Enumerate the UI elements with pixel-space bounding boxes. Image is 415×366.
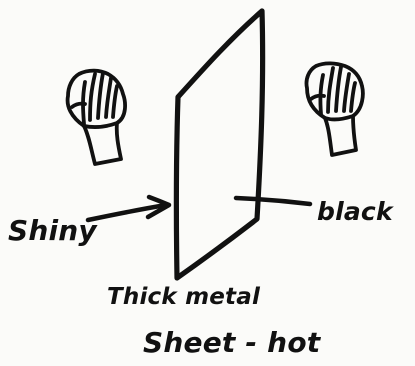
metal-sheet (176, 11, 262, 278)
left-hand-icon (68, 71, 125, 164)
label-shiny: Shiny (8, 214, 98, 247)
right-hand-icon (306, 63, 362, 155)
caption-line-2: Sheet - hot (143, 326, 322, 359)
label-black: black (317, 197, 394, 226)
caption-line-1: Thick metal (107, 284, 261, 310)
black-pointer-line (236, 198, 310, 204)
shiny-arrow (88, 197, 169, 220)
